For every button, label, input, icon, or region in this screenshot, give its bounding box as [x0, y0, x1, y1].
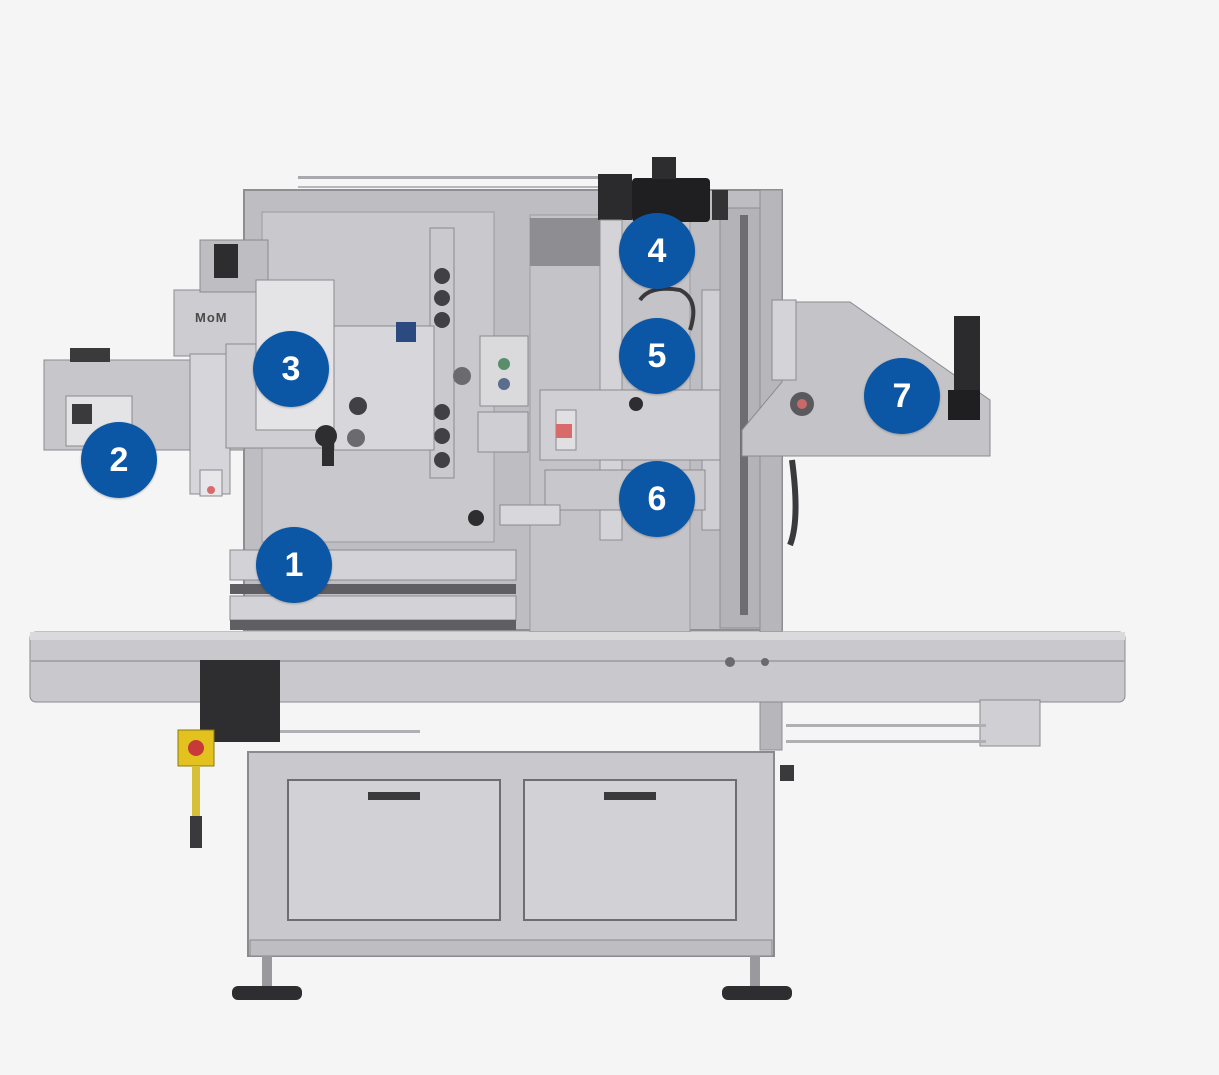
machine-feet: [232, 956, 792, 1000]
conveyor: [29, 631, 1126, 747]
brand-logo: MoM: [195, 310, 228, 325]
servo-motor: [598, 157, 728, 222]
callout-3: 3: [253, 331, 329, 407]
callout-2: 2: [81, 422, 157, 498]
callout-4: 4: [619, 213, 695, 289]
base-cabinet: [247, 751, 794, 957]
top-guard-rail: [298, 176, 608, 188]
callout-5: 5: [619, 318, 695, 394]
emergency-stop-box: [177, 729, 215, 848]
callout-6: 6: [619, 461, 695, 537]
side-arm-assembly: [741, 299, 991, 457]
callout-1: 1: [256, 527, 332, 603]
callout-7: 7: [864, 358, 940, 434]
